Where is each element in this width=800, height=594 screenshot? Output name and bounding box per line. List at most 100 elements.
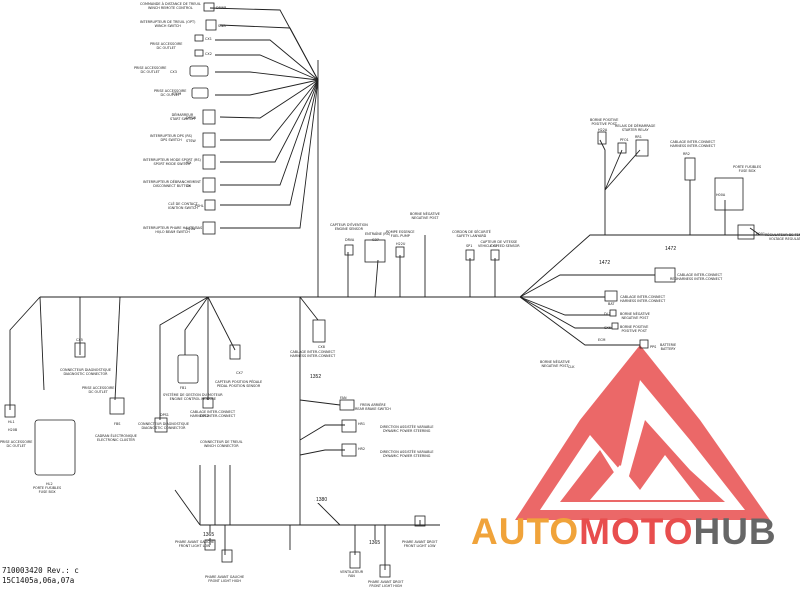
label-front-right-hi: PHARE AVANT DROIT FRONT LIGHT HIGH (368, 580, 404, 588)
connector-code: H20B (8, 428, 18, 432)
connector-code: STSW (186, 139, 196, 143)
label-pos-post-r: BORNE POSITIVE POSITIVE POST (620, 325, 649, 333)
connector-code: CX7 (236, 371, 243, 375)
label-neg-post-r2: BORNE NÉGATIVE NEGATIVE POST (540, 360, 570, 368)
connector-code: FBS (114, 422, 121, 426)
connector-code: RED (670, 277, 678, 281)
connector-code: CX3 (170, 70, 177, 74)
label-engine-sensor: CAPTEUR D'ÉVENTION ENGINE SENSOR (330, 223, 368, 231)
label-acc-outlet4: PRISE ACCESSOIRE DC OUTLET (82, 386, 115, 394)
label-harness-conn1: CABLAGE INTER-CONNECT HARNESS INTER-CONN… (670, 140, 716, 148)
label-dps2: DIRECTION ASSISTÉE VARIABLE DYNAMIC POWE… (380, 450, 434, 458)
connector-code: DRVA (345, 238, 355, 242)
label-acc-outlet5: PRISE ACCESSOIRE DC OUTLET (0, 440, 33, 448)
brand-moto: MOTO (579, 511, 694, 552)
connector-code: PPS (650, 345, 657, 349)
connector-code: ECM (598, 338, 606, 342)
connector-code: HR1 (358, 422, 366, 426)
connector-code: CX4 (490, 244, 497, 248)
brand-text: AUTOMOTOHUB (471, 511, 777, 553)
label-battery: BATTERIE BATTERY (660, 343, 677, 351)
label-neg-post-top: BORNE NÉGATIVE NEGATIVE POST (410, 212, 440, 220)
label-harness-conn5: CABLAGE INTER-CONNECT HARNESS INTER-CONN… (290, 350, 336, 358)
label-harness-conn3: CABLAGE INTER-CONNECT HARNESS INTER-CONN… (620, 295, 666, 303)
label-diag-conn: CONNECTEUR DIAGNOSTIQUE DIAGNOSTIC CONNE… (60, 368, 111, 376)
brand-hub: HUB (693, 511, 777, 552)
label-dps-switch: INTERRUPTEUR DPS (RS) DPS SWITCH (150, 134, 193, 142)
connector-code: SWA (218, 24, 226, 28)
label-fuel-pump: POMPE ESSENCE FUEL PUMP (386, 230, 415, 238)
label-front-left-light: PHARE AVANT GAUCHE FRONT LIGHT LOW (175, 540, 215, 548)
label-harness-conn4: CABLAGE INTER-CONNECT HARNESS INTER-CONN… (190, 410, 236, 418)
label-winch-conn: CONNECTEUR DE TREUIL WINCH CONNECTOR (200, 440, 243, 448)
label-sport-mode: INTERRUPTEUR MODE SPORT (RS) SPORT MODE … (143, 158, 201, 166)
label-fuel-pump-ctrl: ENTRAÎNE (RS) (365, 232, 391, 236)
label-acc-outlet3: PRISE ACCESSOIRE DC OUTLET (154, 89, 187, 97)
label-disconnect: INTERRUPTEUR DÉBRANCHEMENT DISCONNECT BU… (143, 180, 202, 188)
connector-code: H00A (716, 193, 726, 197)
connector-code: CX (186, 184, 191, 188)
connector-code: CX1 (205, 37, 212, 41)
length-callout: 1472 (598, 260, 612, 266)
connector-code: CX8 (318, 345, 325, 349)
automotohub-logo (515, 345, 770, 520)
label-throttle: CAPTEUR POSITION PÉDALE PEDAL POSITION S… (215, 380, 263, 388)
connector-code: H22U (396, 242, 406, 246)
label-hilo-beam: INTERRUPTEUR PHARE HAUTE/BAS HI/LO BEAM … (143, 226, 203, 234)
connector-code: BAT (608, 302, 615, 306)
label-fuse-box-l: PORTE FUSIBLES FUSE BOX (33, 486, 62, 494)
label-ignition: CLÉ DE CONTACT IGNITION SWITCH (168, 202, 198, 210)
footer-ref: 15C1405a,06a,07a (2, 576, 75, 585)
label-front-left-hi: PHARE AVANT GAUCHE FRONT LIGHT HIGH (205, 575, 245, 583)
connector-code: PFO1 (620, 138, 629, 142)
length-callout: 1365 (202, 532, 216, 538)
connector-code: FAN (340, 396, 347, 400)
label-start-switch: DÉMARREUR START SWITCH (170, 113, 195, 121)
label-front-right-light: PHARE AVANT DROIT FRONT LIGHT LOW (402, 540, 438, 548)
label-winch-remote: COMMANDE À DISTANCE DE TREUIL WINCH REMO… (140, 2, 201, 10)
connector-code: CX5 (76, 338, 83, 342)
length-callout: 1365 (368, 540, 382, 546)
connector-code: PSHL (195, 204, 204, 208)
length-callout: 1472 (664, 246, 678, 252)
label-rear-brake: FREIN ARRIÈRE REAR BRAKE SWITCH (355, 403, 391, 411)
label-ecm: SYSTÈME DE GESTION DU MOTEUR ENGINE CONT… (163, 393, 223, 401)
connector-code: STCM (172, 92, 182, 96)
length-callout: 1380 (315, 497, 329, 503)
connector-code: H001 (756, 232, 766, 236)
connector-code: DL1 (604, 312, 611, 316)
connector-code: RR1 (635, 135, 642, 139)
label-ventilator: VENTILATEUR FAN (340, 570, 364, 578)
connector-code: SP1 (466, 244, 473, 248)
label-start-relay: RELAIS DE DÉMARRAGE STARTER RELAY (615, 124, 656, 132)
connector-code: DPSW (186, 116, 197, 120)
connector-code: RR2 (683, 152, 690, 156)
connector-code: FB1 (180, 386, 187, 390)
label-harness-conn2: CABLAGE INTER-CONNECT HARNESS INTER-CONN… (677, 273, 723, 281)
connector-code: CX2 (205, 52, 212, 56)
footer-part-number: 710003420 Rev.: c (2, 566, 79, 575)
connector-code: G37 (372, 238, 379, 242)
connector-code: CX6 (604, 326, 611, 330)
label-winch-switch: INTERRUPTEUR DE TREUIL (OPT) WINCH SWITC… (140, 20, 196, 28)
label-voltage-reg: RÉGULATEUR DE TENSION VOLTAGE REGULATOR (765, 233, 800, 241)
brand-auto: AUTO (471, 511, 580, 552)
label-cluster: CADRAN ÉLECTRONIQUE ELECTRONIC CLUSTER (95, 434, 137, 442)
connector-code: H22A (598, 128, 608, 132)
wires (9, 7, 800, 570)
label-dps1: DIRECTION ASSISTÉE VARIABLE DYNAMIC POWE… (380, 425, 434, 433)
connector-code: DPS1 (160, 413, 169, 417)
connector-code: H20U (186, 227, 196, 231)
components (4, 2, 755, 578)
label-diag-conn2: CONNECTEUR DIAGNOSTIQUE DIAGNOSTIC CONNE… (138, 422, 189, 430)
label-acc-outlet2: PRISE ACCESSOIRE DC OUTLET (134, 66, 167, 74)
connector-code: JEX (186, 161, 192, 165)
connector-code: CLK (568, 365, 575, 369)
label-safety-lanyard: CORDON DE SÉCURITÉ SAFETY LANYARD (452, 230, 491, 238)
label-pos-post-top: BORNE POSITIVE POSITIVE POST (590, 118, 619, 126)
label-speed-sensor: CAPTEUR DE VITESSE VEHICLE SPEED SENSOR (478, 240, 520, 248)
connector-code: DRWR (216, 6, 227, 10)
connector-code: HR2 (358, 447, 366, 451)
label-fuse-box-r: PORTE FUSIBLES FUSE BOX (733, 165, 762, 173)
